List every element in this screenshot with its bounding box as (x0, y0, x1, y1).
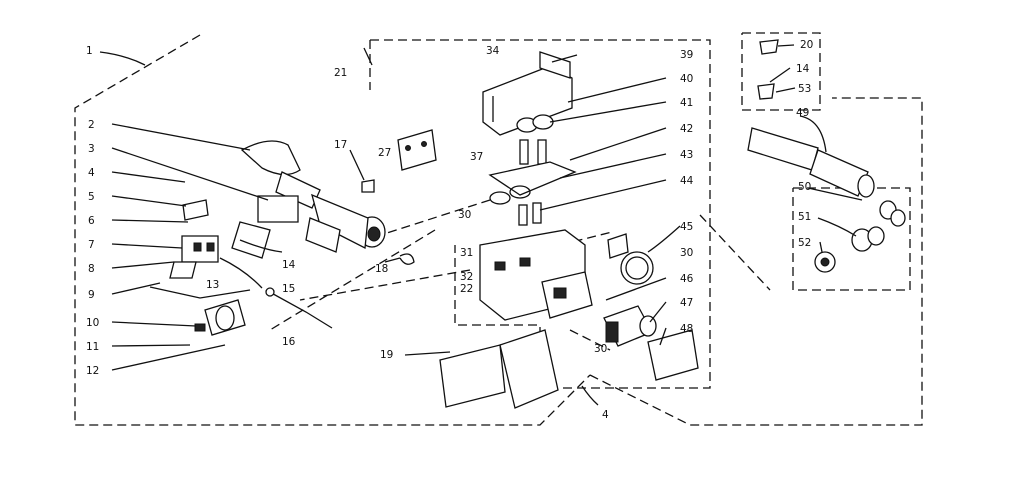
callout-44: 44 (680, 175, 694, 187)
callout-43: 43 (680, 149, 693, 161)
spud-20 (757, 39, 779, 100)
callout-5: 5 (88, 191, 95, 203)
callout-52: 52 (798, 237, 811, 249)
callout-30a: 30 (458, 209, 471, 221)
thermocouple-assembly (194, 287, 333, 336)
callout-labels: 1 2 3 4 5 6 7 8 9 10 11 12 13 14 15 16 1… (86, 39, 813, 421)
callout-49: 49 (796, 107, 809, 119)
callout-21: 21 (334, 67, 347, 79)
plate-27 (397, 129, 437, 171)
callout-42: 42 (680, 123, 693, 135)
callout-37: 37 (470, 151, 483, 163)
callout-7: 7 (88, 239, 95, 251)
callout-30b: 30 (680, 247, 693, 259)
callout-46: 46 (680, 273, 694, 285)
callout-12: 12 (86, 365, 99, 377)
thermostat-housing (482, 51, 573, 136)
mounting-bracket (231, 195, 341, 259)
callout-39: 39 (680, 49, 693, 61)
callout-4b: 4 (602, 409, 609, 421)
callout-22: 22 (460, 283, 473, 295)
screw-17 (361, 179, 375, 193)
callout-32: 32 (460, 271, 473, 283)
main-assembly-boundary (74, 34, 923, 426)
callout-9: 9 (88, 289, 95, 301)
fitting-51-52 (814, 226, 885, 273)
callout-41: 41 (680, 97, 693, 109)
callout-34: 34 (486, 45, 500, 57)
clip-18 (399, 253, 415, 265)
callout-45: 45 (680, 221, 693, 233)
gasket-45 (607, 233, 654, 285)
callout-2: 2 (88, 119, 95, 131)
callout-8: 8 (88, 263, 95, 275)
callout-10: 10 (86, 317, 99, 329)
shield-19 (439, 329, 559, 409)
fitting-50 (879, 200, 906, 227)
callout-27: 27 (378, 147, 391, 159)
pilot-tube-49 (747, 127, 875, 198)
callout-13: 13 (206, 279, 219, 291)
callout-19: 19 (380, 349, 393, 361)
callout-3: 3 (88, 143, 95, 155)
callout-14b: 14 (796, 63, 810, 75)
callout-16: 16 (282, 336, 296, 348)
callout-50: 50 (798, 181, 811, 193)
callout-11: 11 (86, 341, 99, 353)
callout-15: 15 (282, 283, 295, 295)
callout-40: 40 (680, 73, 693, 85)
callout-17: 17 (334, 139, 347, 151)
callout-31: 31 (460, 247, 473, 259)
callout-53: 53 (798, 83, 811, 95)
magnet-assembly (603, 305, 699, 381)
callout-1: 1 (86, 45, 93, 57)
callout-6: 6 (88, 215, 95, 227)
callout-20: 20 (800, 39, 813, 51)
burner-subgroup-boundary (741, 32, 821, 111)
callout-4: 4 (88, 167, 95, 179)
pilot-assembly (149, 199, 283, 299)
callout-47: 47 (680, 297, 693, 309)
burner-tube (240, 140, 386, 250)
callout-48: 48 (680, 323, 693, 335)
callout-18: 18 (375, 263, 388, 275)
callout-51: 51 (798, 211, 811, 223)
callout-leaders (99, 44, 863, 406)
callout-30c: 30 (594, 343, 607, 355)
valve-body (479, 114, 593, 321)
callout-14: 14 (282, 259, 296, 271)
